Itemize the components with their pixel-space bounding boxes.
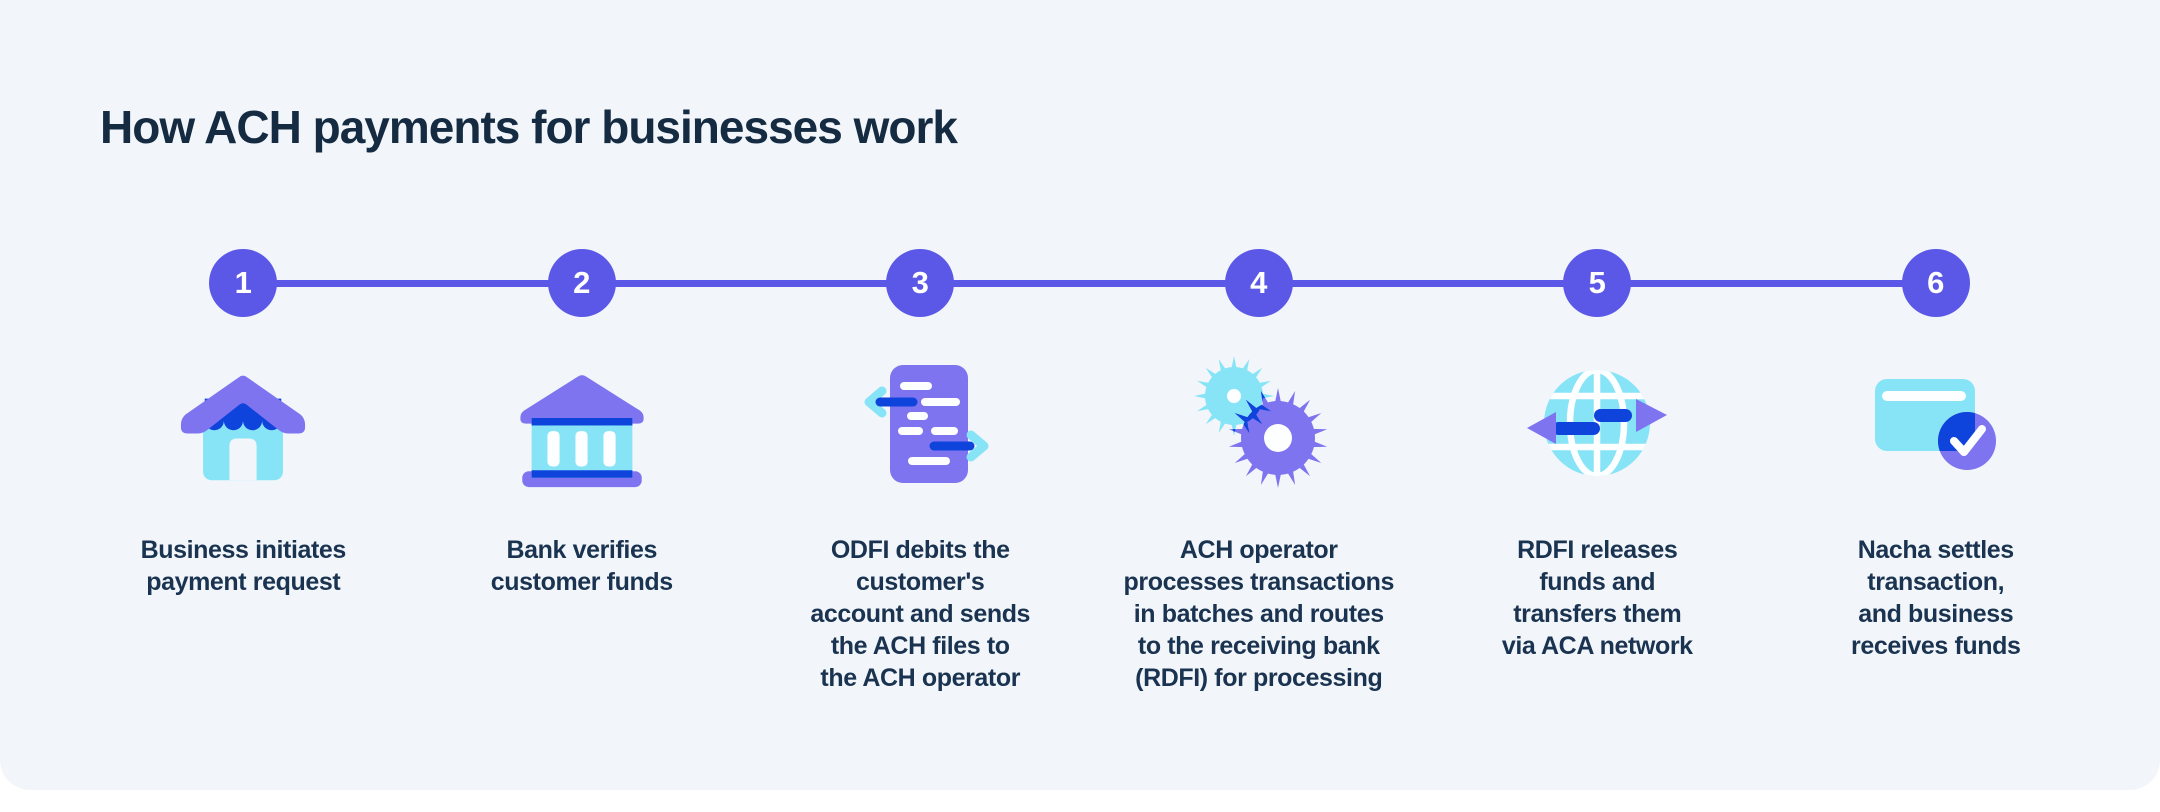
step-icon-box xyxy=(74,352,413,498)
globe-transfer-icon xyxy=(1527,370,1668,476)
step-label: Bank verifies customer funds xyxy=(490,536,673,596)
step-icon-box xyxy=(1428,352,1767,498)
page-title: How ACH payments for businesses work xyxy=(100,101,958,153)
step-number: 6 xyxy=(1927,265,1945,300)
gears-icon xyxy=(1193,356,1327,488)
step-number-badge: 2 xyxy=(547,249,616,317)
step-number-badge: 3 xyxy=(886,249,955,317)
step-column-5: 5 RDFI releases xyxy=(1428,249,1767,694)
step-label: Business initiates payment request xyxy=(140,536,347,596)
step-icon-box xyxy=(751,352,1090,498)
step-number: 2 xyxy=(573,265,591,300)
step-number-badge: 1 xyxy=(209,249,278,317)
step-column-4: 4 xyxy=(1090,249,1429,694)
step-icon-box xyxy=(1767,352,2106,498)
step-label: RDFI releases funds and transfers them v… xyxy=(1501,536,1693,660)
step-column-6: 6 Nacha settles transaction, and busines… xyxy=(1767,249,2106,694)
step-label: ACH operator processes transactions in b… xyxy=(1123,536,1395,692)
document-transfer-icon xyxy=(864,365,989,483)
step-column-1: 1 Business initiates payment request xyxy=(74,249,413,694)
step-number-badge: 5 xyxy=(1563,249,1632,317)
infographic-panel: How ACH payments for businesses work 1 B… xyxy=(0,0,2160,790)
step-number-badge: 6 xyxy=(1901,249,1970,317)
step-icon-box xyxy=(1090,352,1429,498)
timeline: 1 Business initiates payment request 2 xyxy=(74,249,2105,694)
step-number: 4 xyxy=(1250,265,1268,300)
timeline-connector-line xyxy=(243,280,1935,287)
step-label: Nacha settles transaction, and business … xyxy=(1851,536,2021,660)
card-check-icon xyxy=(1874,379,1996,470)
step-number: 3 xyxy=(911,265,929,300)
step-number-badge: 4 xyxy=(1224,249,1293,317)
step-icon-box xyxy=(413,352,752,498)
step-number: 1 xyxy=(234,265,252,300)
step-column-2: 2 Bank verifies customer funds xyxy=(413,249,752,694)
step-column-3: 3 ODFI debits the customer's accou xyxy=(751,249,1090,694)
step-label: ODFI debits the customer's account and s… xyxy=(810,536,1031,692)
step-number: 5 xyxy=(1588,265,1606,300)
bank-icon xyxy=(520,375,644,488)
storefront-icon xyxy=(181,375,306,480)
